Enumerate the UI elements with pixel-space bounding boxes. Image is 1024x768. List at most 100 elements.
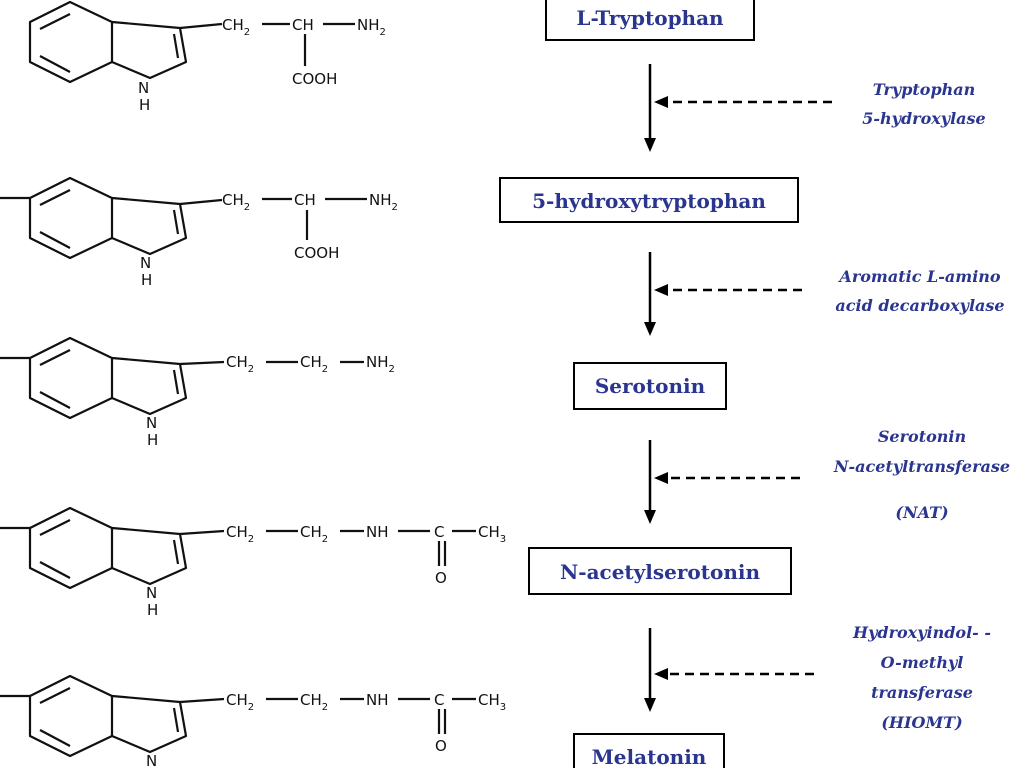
enzyme-pointer-1 [654, 96, 832, 108]
reaction-arrow-2 [644, 252, 656, 336]
compound-box-n-acetylserotonin: N-acetylserotonin [528, 547, 792, 595]
nh2-label: NH2 [357, 16, 386, 38]
hydrogen-label: H [147, 601, 158, 619]
ring-bond [172, 209, 180, 235]
bond [179, 529, 225, 536]
ch2-label: CH2 [222, 16, 250, 38]
cooh-label: COOH [294, 244, 339, 262]
enzyme-line: N-acetyltransferase [833, 457, 1010, 476]
ch2-label: CH2 [300, 523, 328, 545]
ring-bond [39, 391, 71, 409]
benzene-ring [28, 176, 114, 260]
hydrogen-label: H [139, 96, 150, 114]
compound-name: N-acetylserotonin [560, 560, 760, 584]
bond [179, 697, 225, 704]
ring-bond [172, 33, 180, 59]
ch3-label: CH3 [478, 523, 506, 545]
ch2-label: CH2 [222, 191, 250, 213]
arrow-head [644, 698, 656, 712]
pyrrole-ring [111, 196, 188, 256]
enzyme-line: Serotonin [878, 427, 966, 446]
benzene-ring [28, 0, 114, 84]
enzyme-line: Hydroxyindol- - [852, 623, 991, 642]
carbonyl-carbon-label: C [434, 691, 444, 709]
benzene-ring [28, 506, 114, 590]
ring-bond [172, 707, 180, 733]
ring-bond [39, 519, 71, 536]
reaction-arrow-1 [644, 64, 656, 152]
structure-n-acetylserotonin: N H CH2 CH2 NH C CH3 O [0, 506, 506, 619]
structure-l-tryptophan: N H CH2 CH NH2 COOH [28, 0, 386, 114]
ch2-label: CH2 [226, 523, 254, 545]
ring-bond [39, 349, 71, 366]
structure-serotonin: N H CH2 CH2 NH2 [0, 336, 395, 449]
pointer-head [654, 668, 668, 680]
ring-bond [172, 369, 180, 395]
ch-label: CH [292, 16, 314, 34]
enzyme-line: transferase [871, 683, 973, 702]
compound-box-l-tryptophan: L-Tryptophan [545, 0, 755, 41]
enzyme-label-hiomt: Hydroxyindol- - O-methyl transferase (HI… [852, 623, 991, 732]
ch3-label: CH3 [478, 691, 506, 713]
arrow-head [644, 510, 656, 524]
ch-label: CH [294, 191, 316, 209]
nh-label: NH [366, 523, 389, 541]
compound-box-serotonin: Serotonin [573, 362, 727, 410]
ring-bond [39, 231, 71, 249]
enzyme-label-nat: Serotonin N-acetyltransferase (NAT) [833, 427, 1010, 522]
compound-name: 5-hydroxytryptophan [532, 189, 766, 213]
enzyme-pointer-3 [654, 472, 800, 484]
box-frame [545, 0, 755, 41]
ch2-label: CH2 [300, 353, 328, 375]
ch2-label: CH2 [226, 691, 254, 713]
ch2-label: CH2 [226, 353, 254, 375]
enzyme-label-tryptophan-5-hydroxylase: Tryptophan 5-hydroxylase [862, 80, 985, 128]
ring-bond [39, 561, 71, 579]
enzyme-pointer-4 [654, 668, 814, 680]
hydrogen-label: H [141, 271, 152, 289]
enzyme-line: (NAT) [895, 503, 948, 522]
benzene-ring [28, 336, 114, 420]
enzyme-line: (HIOMT) [881, 713, 962, 732]
ring-bond [172, 539, 180, 565]
carbonyl-carbon-label: C [434, 523, 444, 541]
oxygen-label: O [435, 737, 447, 755]
nitrogen-label: N [138, 79, 149, 97]
nitrogen-label: N [146, 414, 157, 432]
structure-5-hydroxytryptophan: N H CH2 CH NH2 COOH [0, 176, 398, 289]
reaction-arrow-4 [644, 628, 656, 712]
nh2-label: NH2 [366, 353, 395, 375]
pointer-head [654, 284, 668, 296]
oxygen-label: O [435, 569, 447, 587]
compound-box-5-hydroxytryptophan: 5-hydroxytryptophan [499, 177, 799, 223]
compound-name: Melatonin [592, 745, 707, 768]
box-frame [528, 547, 792, 595]
enzyme-label-aromatic-decarboxylase: Aromatic L-amino acid decarboxylase [835, 267, 1004, 315]
pyrrole-ring [111, 356, 188, 416]
benzene-ring [28, 674, 114, 758]
enzyme-line: acid decarboxylase [835, 296, 1004, 315]
pyrrole-ring [111, 526, 188, 586]
structure-melatonin: N CH2 CH2 NH C CH3 O [0, 674, 506, 768]
nitrogen-label: N [146, 584, 157, 602]
enzyme-line: 5-hydroxylase [862, 109, 985, 128]
bond [179, 198, 223, 206]
box-frame [573, 362, 727, 410]
compound-box-melatonin: Melatonin [573, 733, 725, 768]
pointer-head [654, 96, 668, 108]
ring-bond [39, 687, 71, 704]
bond [179, 22, 223, 30]
bond [179, 360, 225, 366]
enzyme-pointer-2 [654, 284, 802, 296]
nitrogen-label: N [146, 752, 157, 768]
arrow-head [644, 138, 656, 152]
enzyme-line: O-methyl [881, 653, 964, 672]
nh-label: NH [366, 691, 389, 709]
box-frame [499, 177, 799, 223]
nh2-label: NH2 [369, 191, 398, 213]
cooh-label: COOH [292, 70, 337, 88]
hydrogen-label: H [147, 431, 158, 449]
box-frame [573, 733, 725, 768]
pyrrole-ring [111, 694, 188, 754]
